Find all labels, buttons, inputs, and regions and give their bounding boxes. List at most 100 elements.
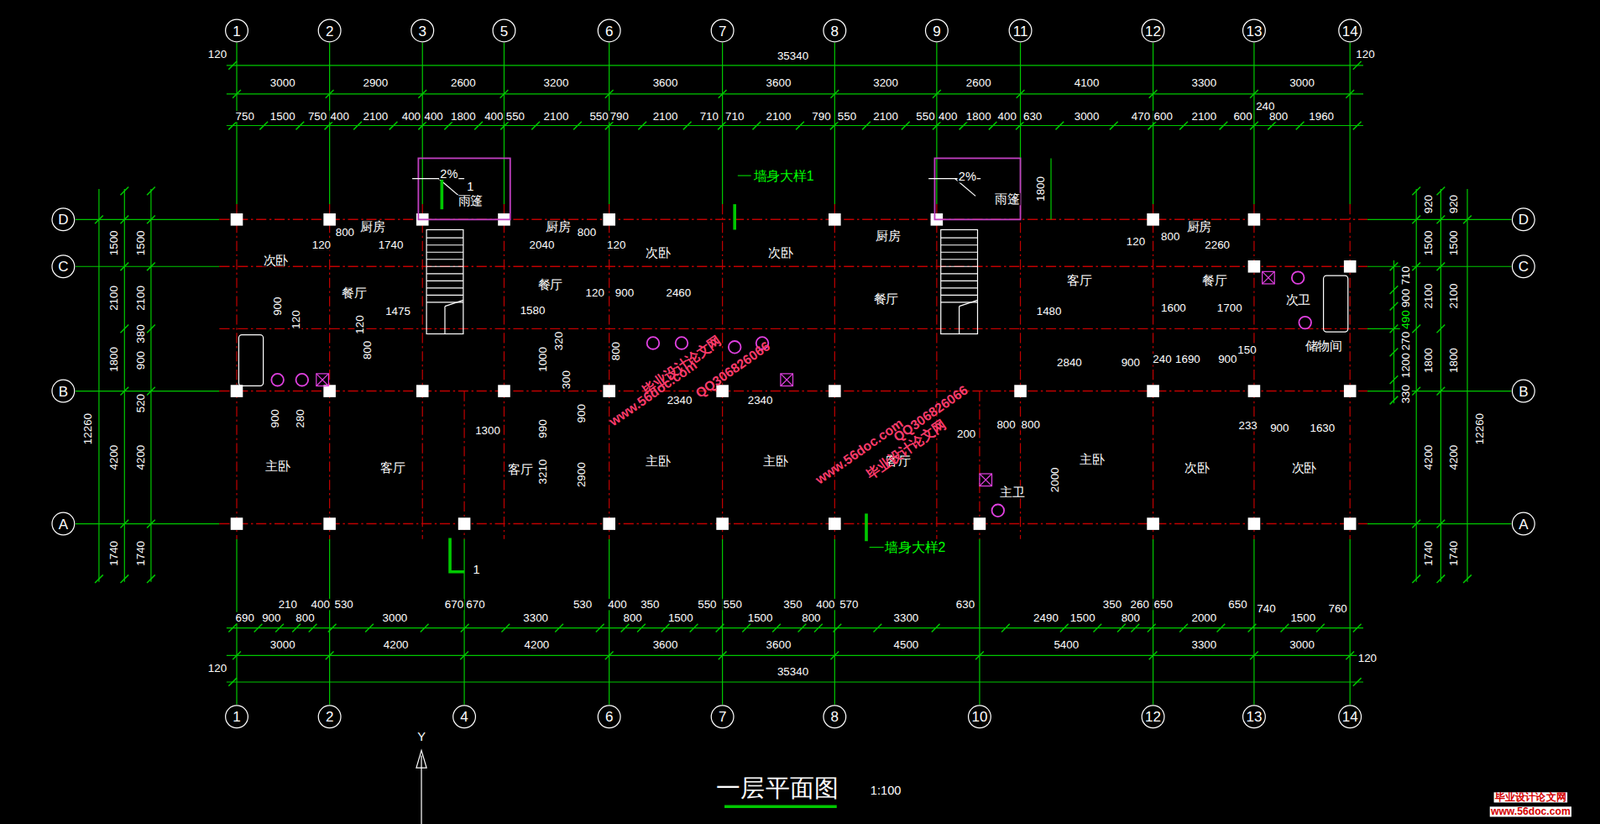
wall-axis [608,203,610,539]
dimension: 300 [560,369,572,391]
axis-bubble [1511,379,1535,403]
column [497,384,511,398]
room-name: 主卧 [644,454,672,468]
dimension: 3300 [522,611,550,623]
dimension-tick [1411,519,1421,529]
dimension-tick [1411,214,1421,224]
dimension: 670 [465,598,487,610]
dimension: 3200 [542,77,570,89]
dimension-tick [1092,623,1102,633]
room-name: 餐厅 [1201,274,1229,288]
column [1343,384,1357,398]
dimension: 530 [572,598,594,610]
stair-tread [941,244,978,246]
dimension: 740 [1255,602,1277,614]
dimension-tick [1463,214,1472,224]
axis-bubble [1243,705,1266,728]
dimension: 1500 [1289,611,1317,623]
sanitary-fixture [647,336,660,350]
dimension: 4200 [382,639,410,651]
floor-drain [316,373,330,387]
dimension-tick [460,623,470,633]
column [458,517,471,530]
stair-rail [444,306,445,335]
dimension-tick [1316,623,1325,633]
dimension: 4200 [135,443,147,471]
dimension-tick [444,121,453,131]
dimension-tick [1001,623,1010,633]
column [828,213,842,226]
axis-bubble [1511,512,1535,535]
axis-number: 13 [1245,709,1262,724]
column [1248,213,1261,226]
dimension-tick [308,623,318,633]
stair-tread [426,287,464,288]
room-name: 次卧 [644,246,672,260]
dimension-tick [718,89,727,99]
dimension: 650 [1152,598,1174,610]
axis-number: 12 [1145,23,1161,38]
floor-drain [1262,271,1276,284]
dimension: 2340 [746,394,774,406]
axis-number: 6 [605,23,613,38]
dimension: 4500 [892,639,920,651]
dimension: 3000 [1072,110,1100,122]
stair-tread [426,251,464,253]
axis-bubble [52,208,75,231]
dimension: 650 [1227,598,1249,610]
axis-bubble [52,512,75,535]
dimension: 240 [1151,353,1173,365]
wall-axis [503,203,505,539]
stair [426,230,464,335]
dimension-tick [1249,89,1259,99]
dimension: 4200 [1448,443,1459,471]
wall-axis [219,522,1368,524]
dimension-tick [988,121,998,131]
annotation: 1 [465,180,476,194]
dimension: 800 [361,339,373,361]
dimension-tick [1296,121,1305,131]
room-name: 餐厅 [872,292,900,306]
dimension: 3000 [269,77,297,89]
room-name: 次卫 [1284,293,1312,307]
dimension: 800 [1268,110,1290,122]
dimension-tick [1109,121,1119,131]
dimension-tick [94,214,104,224]
dimension: 2100 [1448,282,1459,309]
dimension-tick [418,89,427,99]
dimension: 2600 [449,77,477,89]
dimension: 1300 [474,424,502,436]
dimension: 600 [1232,110,1254,122]
axis-bubble [711,705,734,728]
axis-bubble [1141,705,1165,728]
axis-bubble [318,705,341,728]
dimension-tick [975,651,984,660]
dimension-tick [1147,623,1156,633]
dimension-tick [1437,519,1446,529]
dimension: 120 [290,308,302,330]
wall-axis [978,391,980,539]
dimension: 670 [444,598,466,610]
dimension: 900 [1217,353,1239,365]
canopy [934,157,1020,220]
dimension: 120 [606,239,628,251]
stair-tread [941,258,978,260]
dimension-tick [1179,623,1188,633]
floor-drain [780,373,794,387]
stair-tread [426,237,464,239]
axis-bubble [225,19,249,42]
axis-bubble [1511,255,1535,278]
stair-tread [941,237,978,239]
sanitary-fixture [1298,316,1312,330]
dimension: 1500 [135,229,147,257]
dimension-tick [146,261,156,271]
dimension: 210 [277,598,299,610]
dimension-tick [531,121,540,131]
room-name: 主卧 [762,454,790,468]
dimension: 990 [537,418,549,440]
dimension: 3600 [764,77,792,89]
column [1343,260,1357,273]
dimension: 750 [307,110,329,122]
dimension-tick [1248,623,1257,633]
